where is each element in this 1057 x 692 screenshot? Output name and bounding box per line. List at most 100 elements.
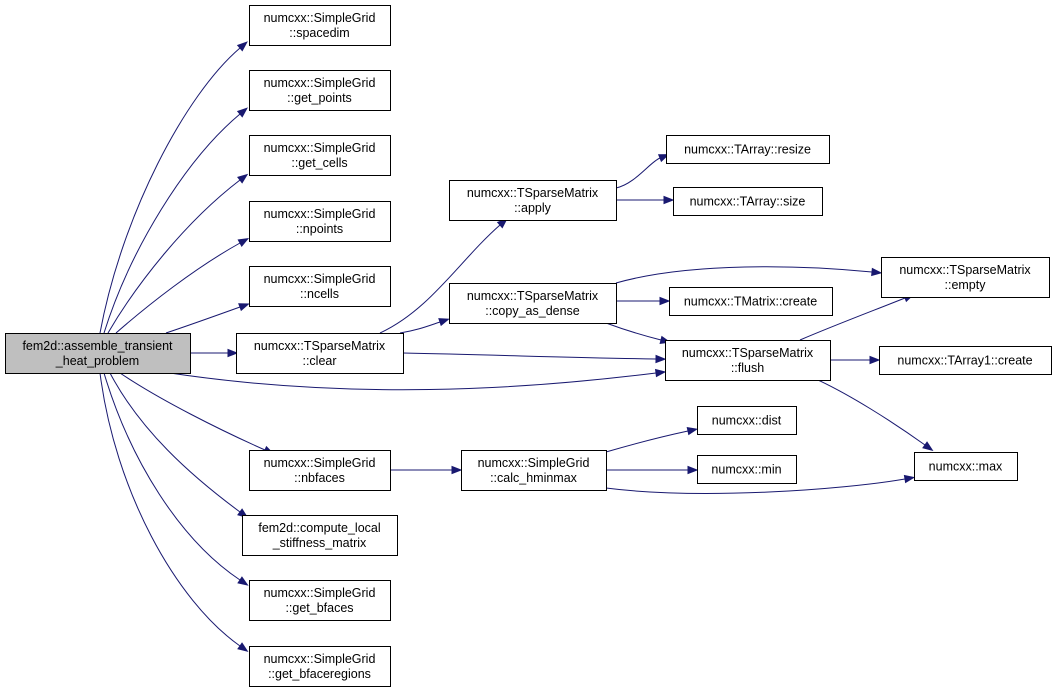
node-label-line: numcxx::SimpleGrid [264,652,376,666]
node-box [236,333,404,374]
node-label-line: numcxx::TSparseMatrix [899,263,1031,277]
node-label-line: ::npoints [296,222,343,236]
edge-line [615,266,873,284]
node-label-line: _stiffness_matrix [272,536,367,550]
edge-line [605,478,906,494]
node-box [666,135,830,164]
node-box [914,452,1018,481]
node-label-line: numcxx::TArray1::create [897,354,1032,368]
node-clear[interactable]: numcxx::TSparseMatrix::clear [236,333,404,374]
node-label-line: numcxx::SimpleGrid [264,76,376,90]
node-label-line: numcxx::TMatrix::create [684,295,817,309]
edge-nbfaces-to-calc_hminmax [390,465,463,475]
node-label-line: ::apply [514,201,552,215]
edge-line [605,430,689,453]
node-calc_hminmax[interactable]: numcxx::SimpleGrid::calc_hminmax [461,450,607,491]
node-apply[interactable]: numcxx::TSparseMatrix::apply [449,180,617,221]
edge-apply-to-resize [615,154,670,189]
node-box [461,450,607,491]
arrow-head-icon [451,465,463,475]
node-box [5,333,191,374]
node-dist[interactable]: numcxx::dist [697,406,797,435]
node-nbfaces[interactable]: numcxx::SimpleGrid::nbfaces [249,450,391,491]
node-label-line: numcxx::TSparseMatrix [467,289,599,303]
edge-root-to-ncells [165,303,250,334]
node-label-line: numcxx::SimpleGrid [264,586,376,600]
arrow-head-icon [438,318,450,327]
edge-root-to-clear [190,348,239,358]
node-label-line: ::empty [945,278,987,292]
arrow-head-icon [227,348,239,358]
node-flush[interactable]: numcxx::TSparseMatrix::flush [665,340,831,381]
node-label-line: numcxx::SimpleGrid [264,11,376,25]
node-spacedim[interactable]: numcxx::SimpleGrid::spacedim [249,5,391,46]
edge-line [799,297,906,341]
node-box [665,340,831,381]
node-label-line: ::get_bfaces [285,601,353,615]
node-label-line: ::nbfaces [294,471,345,485]
node-label-line: numcxx::max [929,460,1003,474]
node-label-line: _heat_problem [55,354,139,368]
node-label-line: numcxx::SimpleGrid [264,272,376,286]
node-label-line: ::get_points [287,91,352,105]
node-label-line: fem2d::assemble_transient [22,339,173,353]
node-box [881,257,1050,298]
node-tmatrix_create[interactable]: numcxx::TMatrix::create [669,287,833,316]
node-label-line: numcxx::TArray::size [690,195,806,209]
node-root[interactable]: fem2d::assemble_transient_heat_problem [5,333,191,374]
node-label-line: numcxx::dist [712,414,782,428]
arrow-head-icon [236,107,248,118]
node-get_bfaces[interactable]: numcxx::SimpleGrid::get_bfaces [249,580,391,621]
node-label-line: numcxx::SimpleGrid [478,456,590,470]
node-ncells[interactable]: numcxx::SimpleGrid::ncells [249,266,391,307]
edge-clear-to-flush [402,352,667,364]
edge-line [103,372,241,581]
node-label-line: ::copy_as_dense [485,304,580,318]
edge-line [119,372,266,451]
node-min[interactable]: numcxx::min [697,455,797,484]
edge-flush-to-tarray1_create [830,355,881,365]
node-max[interactable]: numcxx::max [914,452,1018,481]
arrow-head-icon [871,267,883,277]
edge-line [615,157,661,189]
node-get_bfaceregions[interactable]: numcxx::SimpleGrid::get_bfaceregions [249,646,391,687]
node-box [449,283,617,324]
node-empty[interactable]: numcxx::TSparseMatrix::empty [881,257,1050,298]
node-box [697,406,797,435]
node-resize[interactable]: numcxx::TArray::resize [666,135,830,164]
node-npoints[interactable]: numcxx::SimpleGrid::npoints [249,201,391,242]
node-tarray1_create[interactable]: numcxx::TArray1::create [879,346,1052,375]
edge-root-to-compute_local [109,372,249,519]
arrow-head-icon [659,296,671,306]
node-box [249,450,391,491]
edge-root-to-get_bfaces [103,372,249,586]
edge-copy_as_dense-to-empty [615,266,883,284]
edge-flush-to-max [817,379,934,452]
node-label-line: ::get_cells [291,156,347,170]
arrow-head-icon [655,354,667,364]
node-box [673,187,823,216]
edge-line [399,321,441,334]
edge-copy_as_dense-to-tmatrix_create [616,296,671,306]
node-size[interactable]: numcxx::TArray::size [673,187,823,216]
edge-copy_as_dense-to-flush [605,322,672,344]
node-label-line: numcxx::min [711,463,781,477]
node-copy_as_dense[interactable]: numcxx::TSparseMatrix::copy_as_dense [449,283,617,324]
edge-line [817,379,926,446]
node-get_cells[interactable]: numcxx::SimpleGrid::get_cells [249,135,391,176]
node-label-line: numcxx::TSparseMatrix [254,339,386,353]
node-box [249,580,391,621]
edge-line [379,224,501,334]
node-label-line: numcxx::TSparseMatrix [682,346,814,360]
node-label-line: numcxx::SimpleGrid [264,207,376,221]
edge-line [402,352,657,360]
edge-line [165,306,241,334]
node-compute_local[interactable]: fem2d::compute_local_stiffness_matrix [242,515,398,556]
edge-clear-to-copy_as_dense [399,318,450,334]
node-label-line: ::flush [731,361,764,375]
arrow-head-icon [869,355,881,365]
edge-root-to-flush [169,368,667,391]
node-get_points[interactable]: numcxx::SimpleGrid::get_points [249,70,391,111]
node-box [249,201,391,242]
node-box [669,287,833,316]
